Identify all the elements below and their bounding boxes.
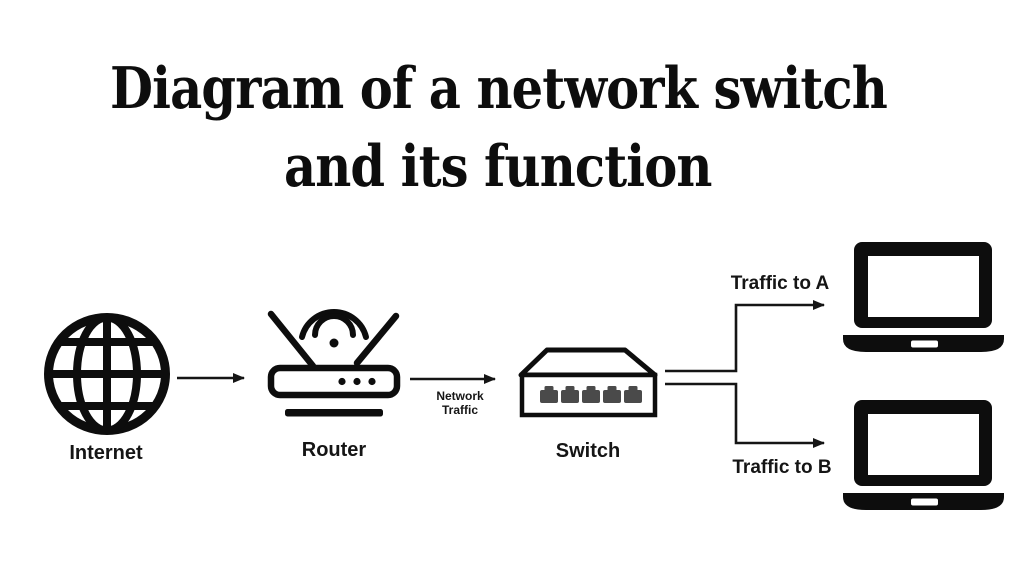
- arrow-switch-to-b: [665, 382, 825, 448]
- switch-label: Switch: [555, 440, 621, 462]
- router-icon: [267, 309, 401, 417]
- router-label: Router: [301, 439, 367, 461]
- arrow-switch-to-a: [665, 300, 825, 373]
- laptop-icon: [843, 242, 1004, 352]
- switch-icon: [518, 347, 658, 418]
- internet-label: Internet: [69, 442, 143, 464]
- switch-ports: [540, 386, 642, 403]
- traffic-to-a-label: Traffic to A: [730, 273, 830, 294]
- page-title-line2: and its function: [284, 133, 713, 200]
- page-title: Diagram of a network switch and its func…: [0, 50, 996, 206]
- page-title-line1: Diagram of a network switch: [109, 55, 888, 122]
- traffic-to-b-label: Traffic to B: [732, 457, 832, 478]
- globe-icon: [44, 313, 170, 435]
- laptop-icon: [843, 400, 1004, 510]
- network-traffic-label: Network Traffic: [436, 389, 484, 417]
